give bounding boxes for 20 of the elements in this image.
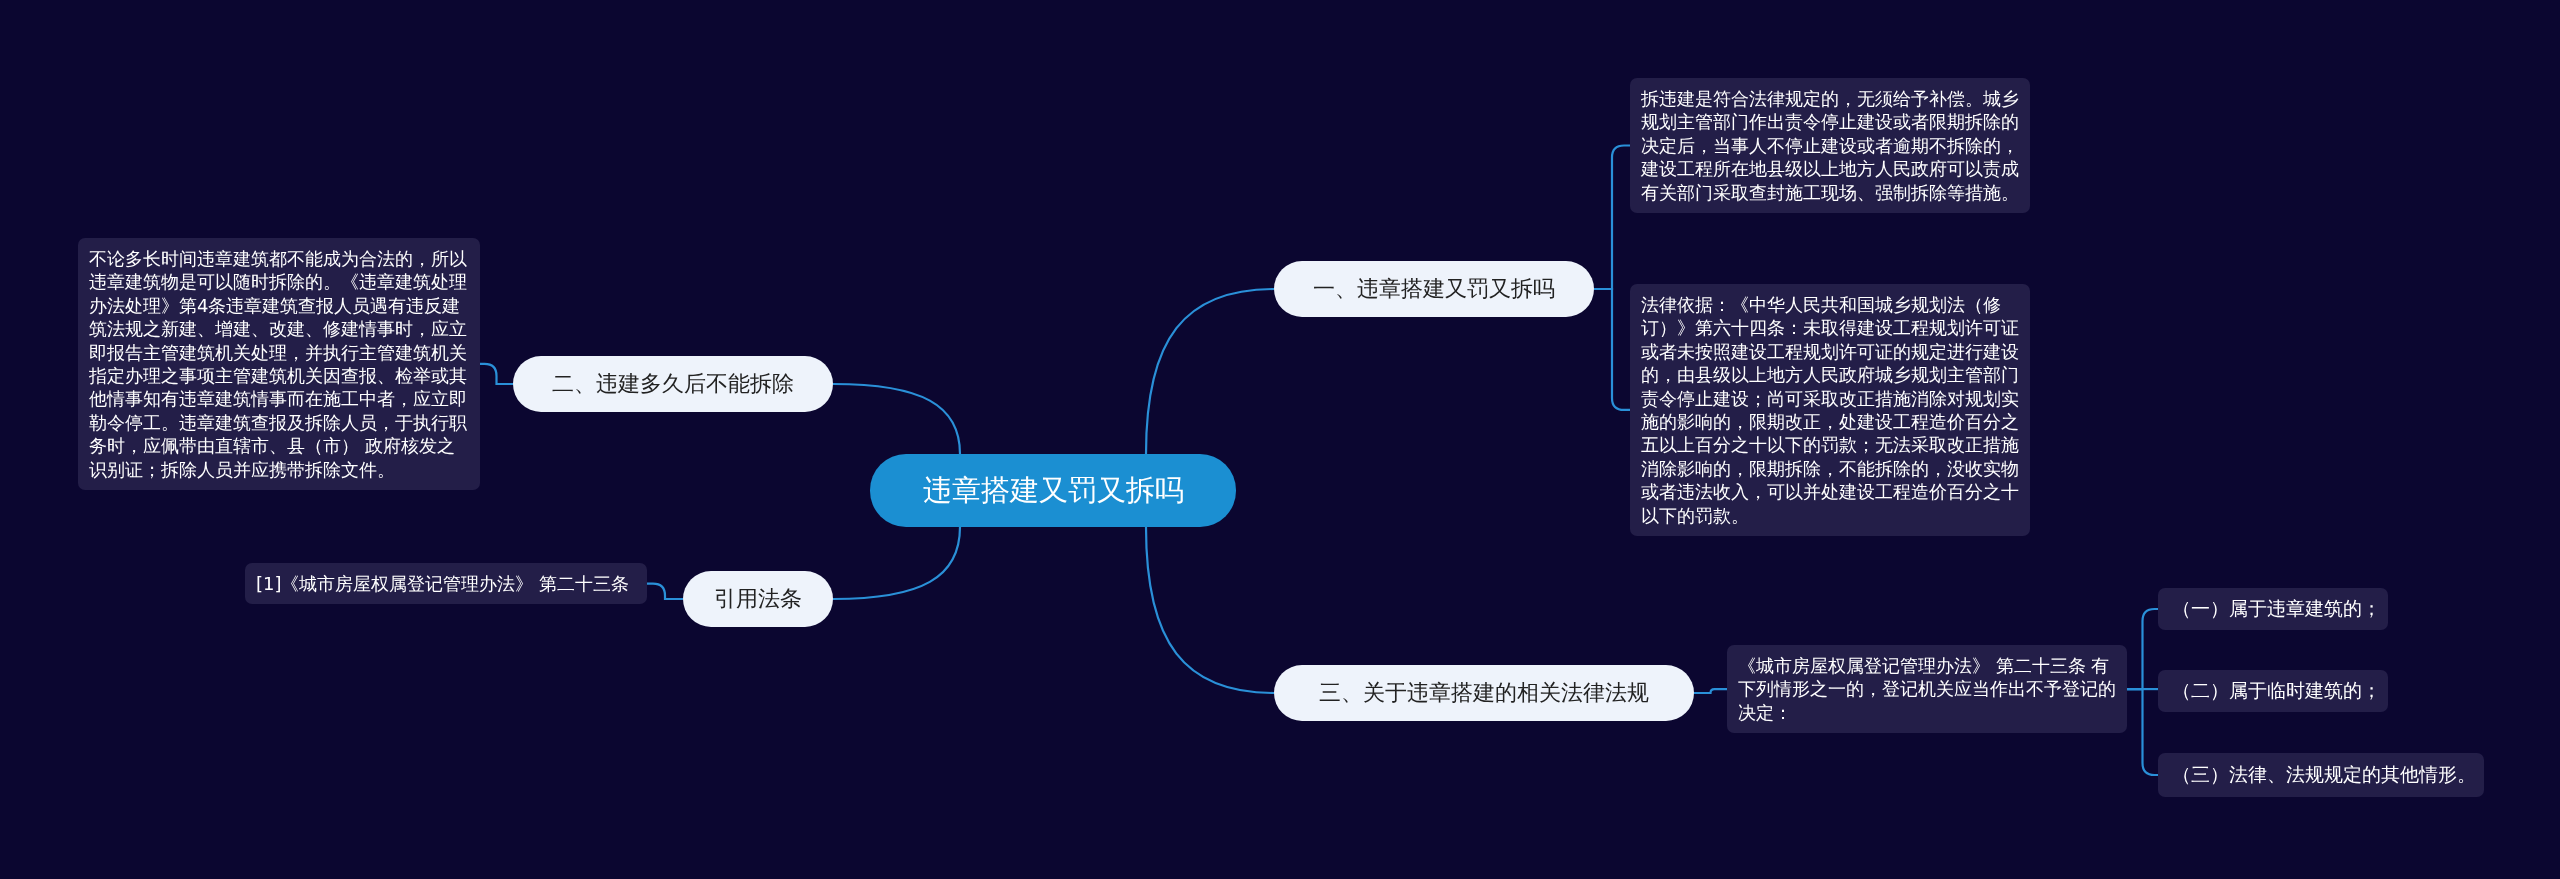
topic-node: 一、违章搭建又罚又拆吗 xyxy=(1274,261,1594,317)
topic-node: 二、违建多久后不能拆除 xyxy=(513,356,833,412)
text-card: [1]《城市房屋权属登记管理办法》 第二十三条 xyxy=(245,563,647,605)
subtopic-card: （二）属于临时建筑的； xyxy=(2158,670,2388,712)
connector-line xyxy=(1144,287,1275,455)
text-card: 拆违建是符合法律规定的，无须给予补偿。城乡规划主管部门作出责令停止建设或者限期拆除的决定后，当事人不停止建设或者逾期不拆除的，建设工程所在地县级以上地方人民政府可以责成有关部门采取查封施工现场、强制拆除等措施。 xyxy=(1630,78,2030,213)
central-topic: 违章搭建又罚又拆吗 xyxy=(870,454,1236,527)
connector-line xyxy=(832,382,962,455)
subtopic-card: （一）属于违章建筑的； xyxy=(2158,588,2388,630)
connector-line xyxy=(1144,526,1275,695)
topic-node: 三、关于违章搭建的相关法律法规 xyxy=(1274,665,1694,721)
text-card: 《城市房屋权属登记管理办法》 第二十三条 有下列情形之一的，登记机关应当作出不予登记的决定： xyxy=(1727,645,2127,734)
connector-line xyxy=(647,582,683,601)
text-card: 不论多长时间违章建筑都不能成为合法的，所以违章建筑物是可以随时拆除的。《违章建筑处理办法处理》第4条违章建筑查报人员遇有违反建筑法规之新建、增建、改建、修建情事时，应立即报告主管建筑机关处理，并执行主管建筑机关指定办理之事项主管建筑机关因查报、检举或其他情事知有违章建筑情事而在施工中者，应立即勒令停工。违章建筑查报及拆除人员，于执行职务时，应佩带由直辖市、县（市） 政府核发之识别证；拆除人员并应携带拆除文件。 xyxy=(78,238,480,490)
topic-node: 引用法条 xyxy=(683,571,833,627)
text-card: 法律依据：《中华人民共和国城乡规划法（修订）》第六十四条：未取得建设工程规划许可证或者未按照建设工程规划许可证的规定进行建设的，由县级以上地方人民政府城乡规划主管部门责令停止建设；尚可采取改正措施消除对规划实施的影响的，限期改正，处建设工程造价百分之五以上百分之十以下的罚款；无法采取改正措施消除影响的，限期拆除，不能拆除的，没收实物或者违法收入，可以并处建设工程造价百分之十以下的罚款。 xyxy=(1630,284,2030,536)
connector-line xyxy=(832,526,962,601)
connector-line xyxy=(480,362,513,386)
subtopic-card: （三）法律、法规规定的其他情形。 xyxy=(2158,753,2484,797)
connector-line xyxy=(1694,688,1727,695)
